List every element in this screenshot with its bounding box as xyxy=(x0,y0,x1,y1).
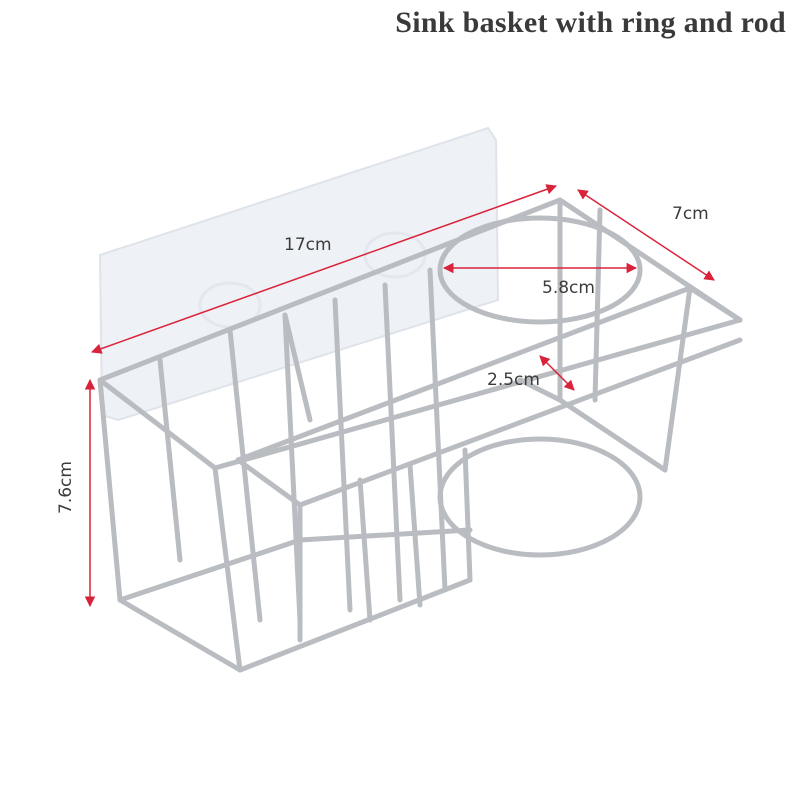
ring-diameter-label: 5.8cm xyxy=(542,278,595,298)
rod-gap-label: 2.5cm xyxy=(487,370,540,390)
product-title: Sink basket with ring and rod xyxy=(395,6,786,39)
depth-label: 7cm xyxy=(672,204,709,224)
depth-dimension-line xyxy=(577,189,715,281)
rod-gap-dimension-line xyxy=(539,355,575,391)
length-dimension-line xyxy=(91,184,557,354)
height-label: 7.6cm xyxy=(56,461,76,514)
length-label: 17cm xyxy=(284,235,332,255)
bottom-ring xyxy=(437,436,643,558)
